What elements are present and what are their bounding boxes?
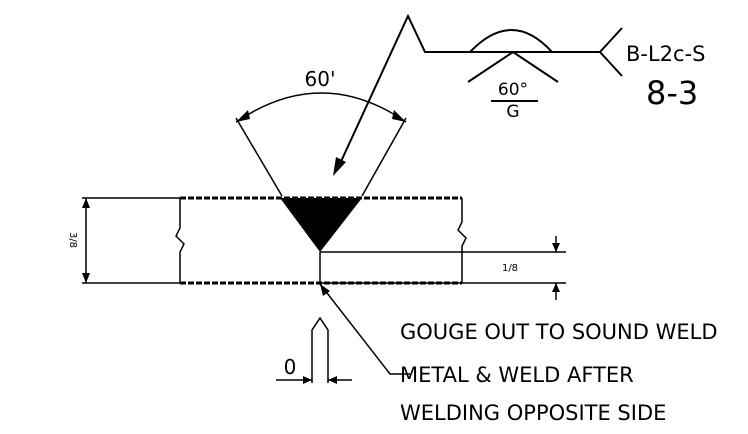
joint-designation-label: B-L2c-S xyxy=(626,42,706,66)
welding-symbol: 60° G B-L2c-S 8-3 xyxy=(333,13,706,176)
bevel-ext-left xyxy=(235,117,283,197)
groove-contour-arc xyxy=(469,29,553,53)
note-leader-arrow xyxy=(320,284,330,296)
angle-arc xyxy=(235,92,407,123)
symbol-arrow-line xyxy=(337,13,600,169)
thickness-dimension: 3/8 xyxy=(67,197,180,284)
included-angle-dimension: 60' xyxy=(235,67,407,197)
root-opening-arrow-left xyxy=(303,376,312,384)
thickness-arrow-bottom xyxy=(82,273,90,283)
symbol-tail xyxy=(598,27,623,77)
included-angle-label: 60' xyxy=(305,67,336,91)
root-face-arrow-bottom xyxy=(552,283,560,292)
root-face-dimension: 1/8 xyxy=(320,236,566,300)
symbol-arrowhead xyxy=(333,157,346,176)
root-opening-dimension: 0 xyxy=(276,316,352,384)
break-line-left xyxy=(175,198,185,283)
finish-label: G xyxy=(506,102,519,122)
weld-bead xyxy=(280,198,362,252)
note-line-2: METAL & WELD AFTER xyxy=(400,363,634,387)
note-line-1: GOUGE OUT TO SOUND WELD xyxy=(400,320,718,344)
root-face-label: 1/8 xyxy=(502,263,518,274)
v-groove-symbol xyxy=(467,50,559,83)
thickness-arrow-top xyxy=(82,198,90,208)
angle-arrow-right xyxy=(392,110,406,122)
root-face-arrow-top xyxy=(552,243,560,252)
bevel-ext-right xyxy=(361,117,407,197)
detail-number-label: 8-3 xyxy=(646,74,698,112)
root-opening-arrow-right xyxy=(328,376,337,384)
root-opening-label: 0 xyxy=(284,355,297,379)
note-line-3: WELDING OPPOSITE SIDE xyxy=(400,401,666,425)
thickness-label: 3/8 xyxy=(67,232,78,248)
angle-arrow-left xyxy=(236,110,250,122)
root-opening-ext xyxy=(311,316,329,383)
note-leader xyxy=(319,283,410,375)
break-line-right xyxy=(457,198,467,283)
contour-angle-label: 60° xyxy=(498,80,528,100)
fabrication-note: GOUGE OUT TO SOUND WELD METAL & WELD AFT… xyxy=(400,320,718,425)
